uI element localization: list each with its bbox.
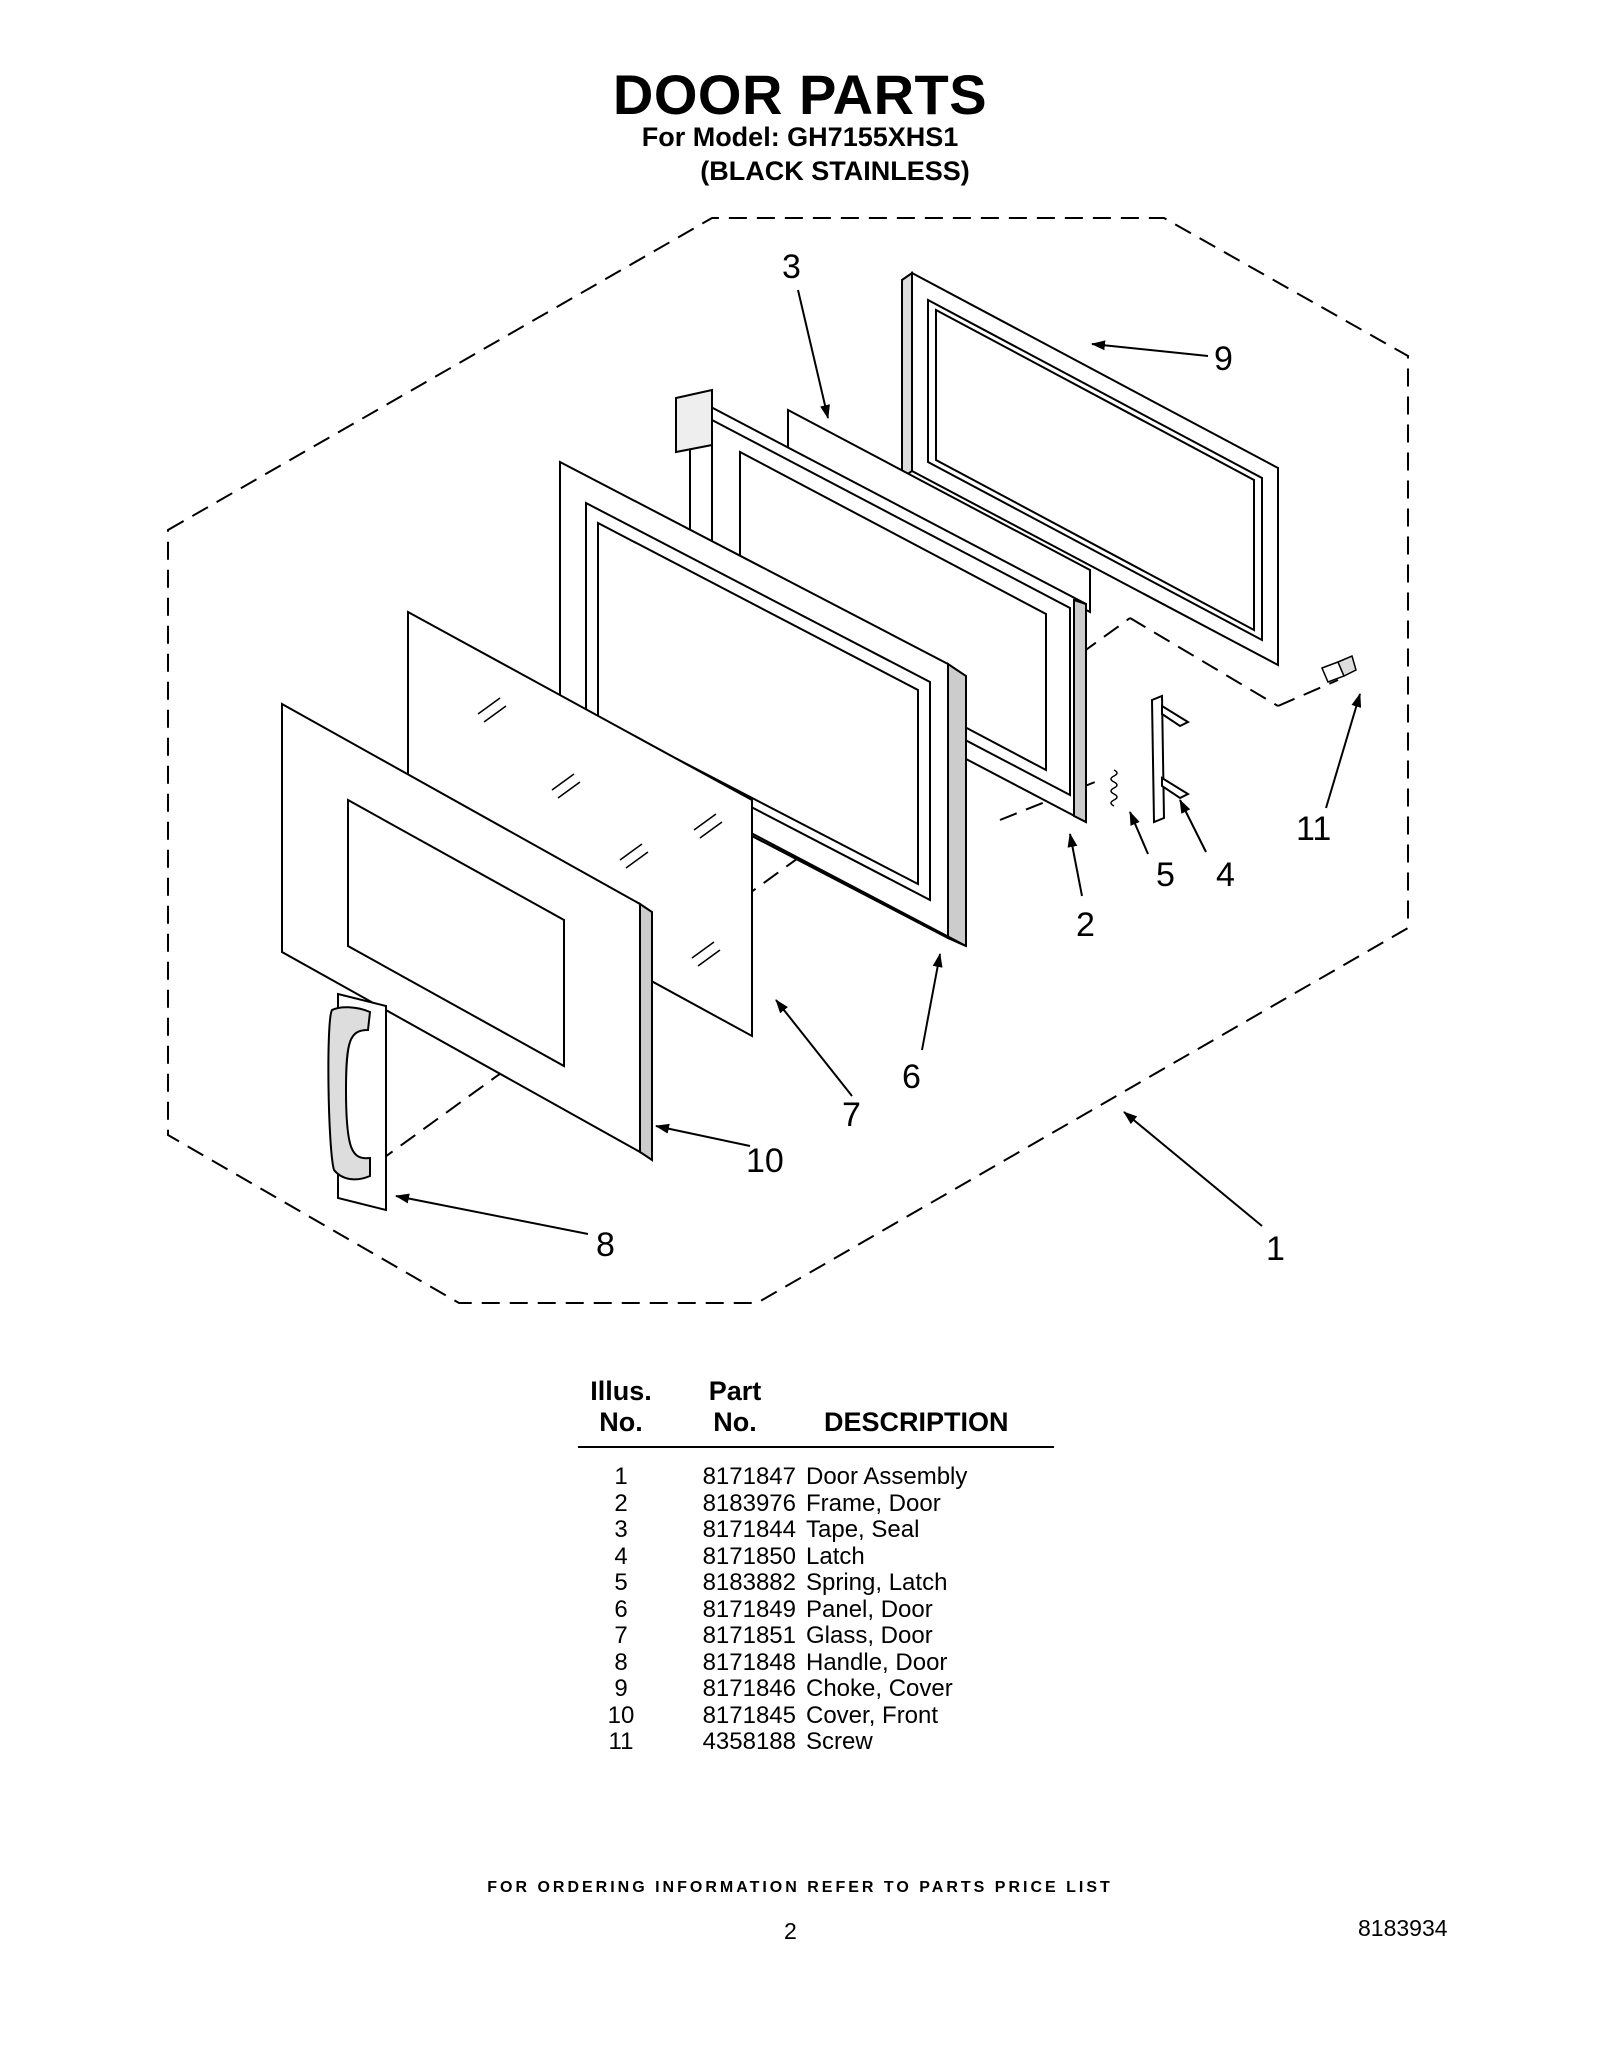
description-cell: Screw [806,1728,873,1755]
illus-no-cell: 1 [614,1463,628,1490]
table-row: 10 8171845 Cover, Front [578,1701,1054,1730]
description-cell: Cover, Front [806,1701,939,1729]
part-no-cell: 4358188 [702,1728,796,1755]
part-no-cell: 8171846 [702,1675,796,1702]
door-panel-part [559,460,967,948]
document-number: 8183934 [1358,1915,1448,1941]
callout-2: 2 [1076,906,1095,944]
description-cell: Spring, Latch [806,1569,948,1596]
parts-table: Illus. No. Part No. DESCRIPTION 1 8171847… [578,1376,1054,1756]
table-row: 11 4358188 Screw [578,1728,1054,1756]
table-row: 6 8171849 Panel, Door [578,1595,1054,1624]
door-frame-part [675,388,1087,824]
description-cell: Frame, Door [806,1489,941,1517]
color-line: (BLACK STAINLESS) [700,156,970,186]
table-row: 1 8171847 Door Assembly [578,1447,1054,1491]
part-no-cell: 8171851 [702,1622,796,1649]
header-description: DESCRIPTION [806,1376,1054,1448]
table-row: 3 8171844 Tape, Seal [578,1516,1054,1544]
description-cell: Panel, Door [806,1595,933,1623]
assembly-boundary [167,217,1409,1304]
ordering-note: FOR ORDERING INFORMATION REFER TO PARTS … [487,1879,1113,1896]
part-no-cell: 8171845 [702,1701,796,1729]
callout-8: 8 [596,1226,615,1264]
illus-no-cell: 7 [614,1622,628,1649]
illus-no-cell: 5 [614,1569,628,1596]
part-no-cell: 8171850 [702,1542,796,1570]
callout-6: 6 [902,1058,921,1096]
description-cell: Door Assembly [806,1463,968,1490]
part-no-cell: 8171848 [702,1648,796,1676]
latch-spring-part [1110,769,1118,807]
leader-arrows [395,289,1362,1235]
callout-9: 9 [1214,340,1233,378]
callout-1: 1 [1266,1230,1285,1268]
seal-tape-part [787,408,1091,614]
choke-cover-part [901,271,1279,667]
illus-no-cell: 11 [608,1728,634,1755]
page-title: DOOR PARTS [612,63,988,126]
illus-no-cell: 10 [607,1701,635,1729]
model-line: For Model: GH7155XHS1 [641,122,959,152]
illus-no-cell: 6 [614,1595,628,1623]
callout-5: 5 [1156,856,1175,894]
description-cell: Choke, Cover [806,1675,953,1702]
illus-no-cell: 2 [614,1489,628,1517]
callout-3: 3 [782,248,801,286]
illus-no-cell: 8 [614,1648,628,1676]
parts-list: 1 8171847 Door Assembly 2 8183976 Frame, Door… [578,1447,1054,1756]
door-glass-part [407,610,753,1038]
callout-7: 7 [842,1096,861,1134]
part-no-cell: 8171849 [702,1595,796,1623]
header-illus-no: Illus. No. [578,1376,664,1448]
illus-no-cell: 3 [614,1516,628,1543]
illus-no-cell: 9 [614,1675,628,1702]
description-cell: Glass, Door [806,1622,933,1649]
callout-10: 10 [746,1142,784,1180]
illus-no-cell: 4 [614,1542,628,1570]
part-no-cell: 8183976 [702,1489,796,1517]
part-no-cell: 8171847 [702,1463,796,1490]
table-row: 8 8171848 Handle, Door [578,1648,1054,1677]
header-part-no: Part No. [664,1376,806,1448]
door-handle-part [327,992,387,1212]
table-row: 5 8183882 Spring, Latch [578,1569,1054,1597]
latch-part [1150,694,1191,824]
table-row: 7 8171851 Glass, Door [578,1622,1054,1650]
page-number: 2 [784,1918,797,1944]
table-header-row: Illus. No. Part No. DESCRIPTION [578,1376,1054,1448]
part-no-cell: 8171844 [702,1516,796,1543]
description-cell: Latch [806,1542,865,1570]
part-no-cell: 8183882 [702,1569,796,1596]
description-cell: Tape, Seal [806,1516,920,1543]
front-cover-part [281,702,653,1162]
callout-4: 4 [1216,856,1235,894]
table-row: 4 8171850 Latch [578,1542,1054,1571]
table-row: 2 8183976 Frame, Door [578,1489,1054,1518]
table-row: 9 8171846 Choke, Cover [578,1675,1054,1703]
description-cell: Handle, Door [806,1648,948,1676]
screw-part [1321,654,1357,683]
exploded-door-diagram: 1 2 3 4 5 6 7 8 9 10 11 [167,217,1409,1304]
callout-11: 11 [1296,810,1331,848]
